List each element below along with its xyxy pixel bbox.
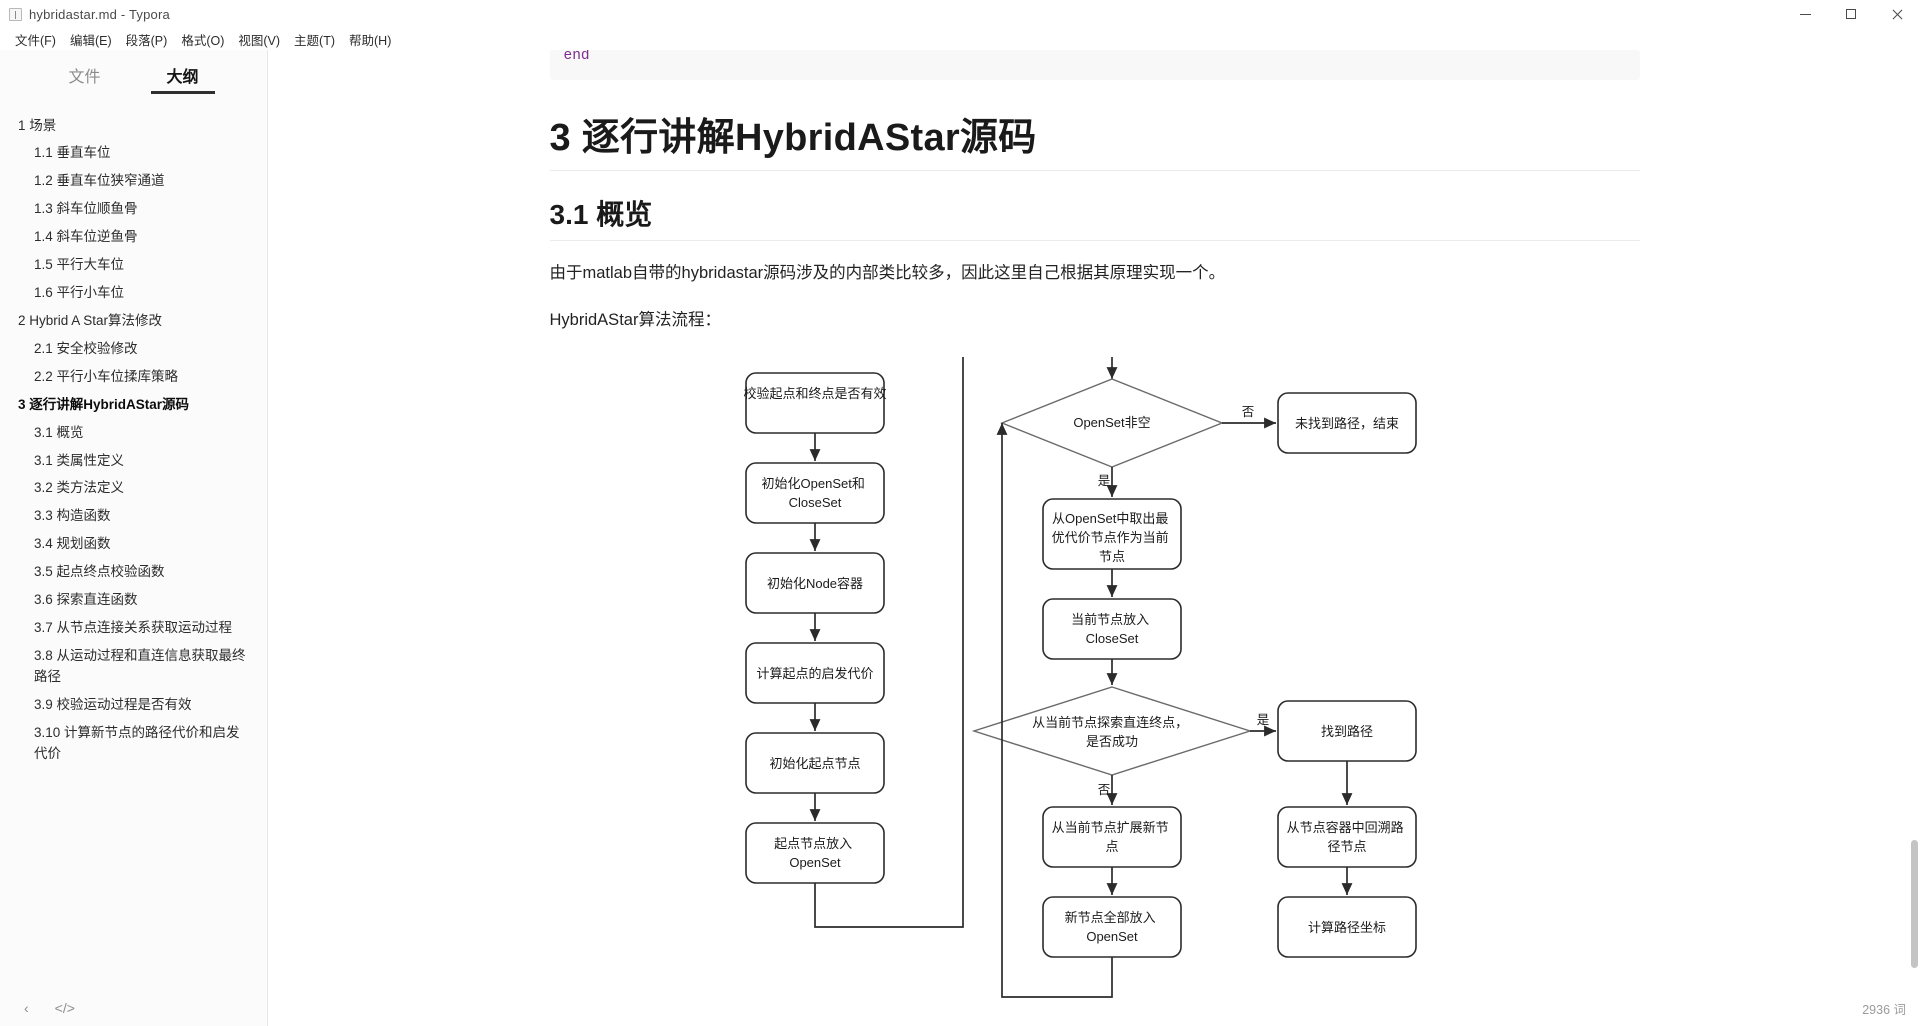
flow-node-result-3: 从节点容器中回溯路 径节点: [1286, 820, 1407, 854]
outline-item-8[interactable]: 2 Hybrid A Star算法修改: [18, 312, 163, 328]
window-title: hybridastar.md - Typora: [29, 6, 170, 22]
outline-item-16[interactable]: 3.4 规划函数: [34, 536, 111, 552]
flow-node-result-2: 找到路径: [1320, 724, 1372, 739]
outline-item-11[interactable]: 3 逐行讲解HybridAStar源码: [18, 396, 190, 412]
outline-item-7[interactable]: 1.6 平行小车位: [34, 285, 125, 301]
outline-item-3[interactable]: 1.2 垂直车位狭窄通道: [34, 173, 165, 189]
menu-bar: 文件(F) 编辑(E) 段落(P) 格式(O) 视图(V) 主题(T) 帮助(H…: [0, 28, 1920, 50]
menu-item-paragraph[interactable]: 段落(P): [125, 33, 168, 48]
code-block-tail: end: [549, 50, 1640, 80]
flow-node-7: 从OpenSet中取出最 优代价节点作为当前 节点: [1051, 511, 1172, 564]
flow-node-4: 计算起点的启发代价: [756, 666, 873, 681]
flow-edge-label-yes-1: 是: [1097, 474, 1110, 488]
outline-item-6[interactable]: 1.5 平行大车位: [34, 257, 125, 273]
flow-node-8: 当前节点放入 CloseSet: [1071, 612, 1153, 646]
page-title: 3 逐行讲解HybridAStar源码: [549, 106, 1640, 171]
maximize-button[interactable]: [1828, 0, 1874, 28]
flowchart: 校验起点和终点是否有效 初始化OpenSet和 CloseSet 初始化Node…: [550, 356, 1640, 1026]
close-button[interactable]: [1874, 0, 1920, 28]
minimize-icon: [1799, 13, 1811, 15]
menu-item-file[interactable]: 文件(F): [15, 33, 56, 48]
menu-item-edit[interactable]: 编辑(E): [69, 33, 112, 48]
sidebar-footer: ‹ </>: [0, 990, 267, 1026]
outline-item-4[interactable]: 1.3 斜车位顺鱼骨: [34, 201, 138, 217]
outline-item-5[interactable]: 1.4 斜车位逆鱼骨: [34, 229, 138, 245]
flow-node-3: 初始化Node容器: [766, 576, 862, 591]
minimize-button[interactable]: [1782, 0, 1828, 28]
flow-node-result-4: 计算路径坐标: [1307, 920, 1385, 935]
paragraph-flow-caption: HybridAStar算法流程：: [549, 310, 721, 329]
menu-item-view[interactable]: 视图(V): [238, 33, 281, 48]
flow-node-result-1: 未找到路径，结束: [1294, 416, 1398, 431]
flowchart-svg: 校验起点和终点是否有效 初始化OpenSet和 CloseSet 初始化Node…: [743, 356, 1417, 998]
flow-node-2: 初始化OpenSet和 CloseSet: [761, 476, 868, 510]
outline-item-1[interactable]: 1 场景: [18, 117, 57, 133]
outline-item-12[interactable]: 3.1 概览: [34, 424, 84, 440]
outline-item-22[interactable]: 3.10 计算新节点的路径代价和启发代价: [34, 724, 240, 761]
outline-item-19[interactable]: 3.7 从节点连接关系获取运动过程: [34, 620, 233, 636]
word-count[interactable]: 2936 词: [1862, 1003, 1906, 1017]
editor-pane[interactable]: end 3 逐行讲解HybridAStar源码 3.1 概览 由于matlab自…: [269, 50, 1920, 1026]
flow-node-5: 初始化起点节点: [769, 756, 860, 771]
sidebar: 文件 大纲 1 场景 1.1 垂直车位 1.2 垂直车位狭窄通道 1.3 斜车位…: [0, 50, 268, 1026]
document-icon: [9, 7, 22, 21]
close-icon: [1891, 8, 1904, 21]
menu-item-theme[interactable]: 主题(T): [294, 33, 336, 48]
vertical-scrollbar[interactable]: [1911, 840, 1918, 968]
menu-item-format[interactable]: 格式(O): [181, 33, 225, 48]
tab-outline[interactable]: 大纲: [150, 63, 215, 94]
flow-edge-label-yes-2: 是: [1256, 713, 1269, 727]
outline-item-2[interactable]: 1.1 垂直车位: [34, 145, 111, 161]
sidebar-tabs: 文件 大纲: [0, 50, 267, 98]
outline-item-14[interactable]: 3.2 类方法定义: [34, 480, 125, 496]
window-controls: [1782, 0, 1920, 28]
title-bar-left: hybridastar.md - Typora: [0, 7, 170, 22]
outline-item-15[interactable]: 3.3 构造函数: [34, 508, 111, 524]
chevron-left-icon[interactable]: ‹: [24, 1000, 29, 1016]
maximize-icon: [1846, 9, 1856, 19]
outline-item-13[interactable]: 3.1 类属性定义: [34, 452, 125, 468]
source-code-icon[interactable]: </>: [54, 1000, 75, 1016]
outline-item-17[interactable]: 3.5 起点终点校验函数: [34, 564, 165, 580]
outline-item-9[interactable]: 2.1 安全校验修改: [34, 340, 138, 356]
flow-node-10: 新节点全部放入 OpenSet: [1064, 910, 1159, 944]
flow-edge-label-no-1: 否: [1241, 405, 1254, 419]
document-body: end 3 逐行讲解HybridAStar源码 3.1 概览 由于matlab自…: [549, 50, 1640, 1026]
outline-item-10[interactable]: 2.2 平行小车位揉库策略: [34, 368, 179, 384]
menu-item-help[interactable]: 帮助(H): [349, 33, 392, 48]
outline-item-18[interactable]: 3.6 探索直连函数: [34, 592, 138, 608]
outline-item-21[interactable]: 3.9 校验运动过程是否有效: [34, 696, 192, 712]
outline-list[interactable]: 1 场景 1.1 垂直车位 1.2 垂直车位狭窄通道 1.3 斜车位顺鱼骨 1.…: [0, 98, 267, 990]
paragraph-intro: 由于matlab自带的hybridastar源码涉及的内部类比较多，因此这里自己…: [549, 264, 1226, 282]
tab-files[interactable]: 文件: [68, 68, 101, 86]
title-bar: hybridastar.md - Typora: [0, 0, 1920, 28]
outline-item-20[interactable]: 3.8 从运动过程和直连信息获取最终路径: [34, 648, 246, 684]
section-heading: 3.1 概览: [549, 193, 1640, 241]
flow-decision-2: 从当前节点探索直连终点， 是否成功: [1032, 715, 1192, 749]
flow-node-6: 起点节点放入 OpenSet: [774, 836, 856, 870]
flow-node-9: 从当前节点扩展新节 点: [1051, 820, 1172, 854]
flow-node-1: 校验起点和终点是否有效: [743, 386, 886, 401]
flow-edge-label-no-2: 否: [1097, 783, 1110, 797]
flow-decision-1: OpenSet非空: [1073, 415, 1150, 430]
